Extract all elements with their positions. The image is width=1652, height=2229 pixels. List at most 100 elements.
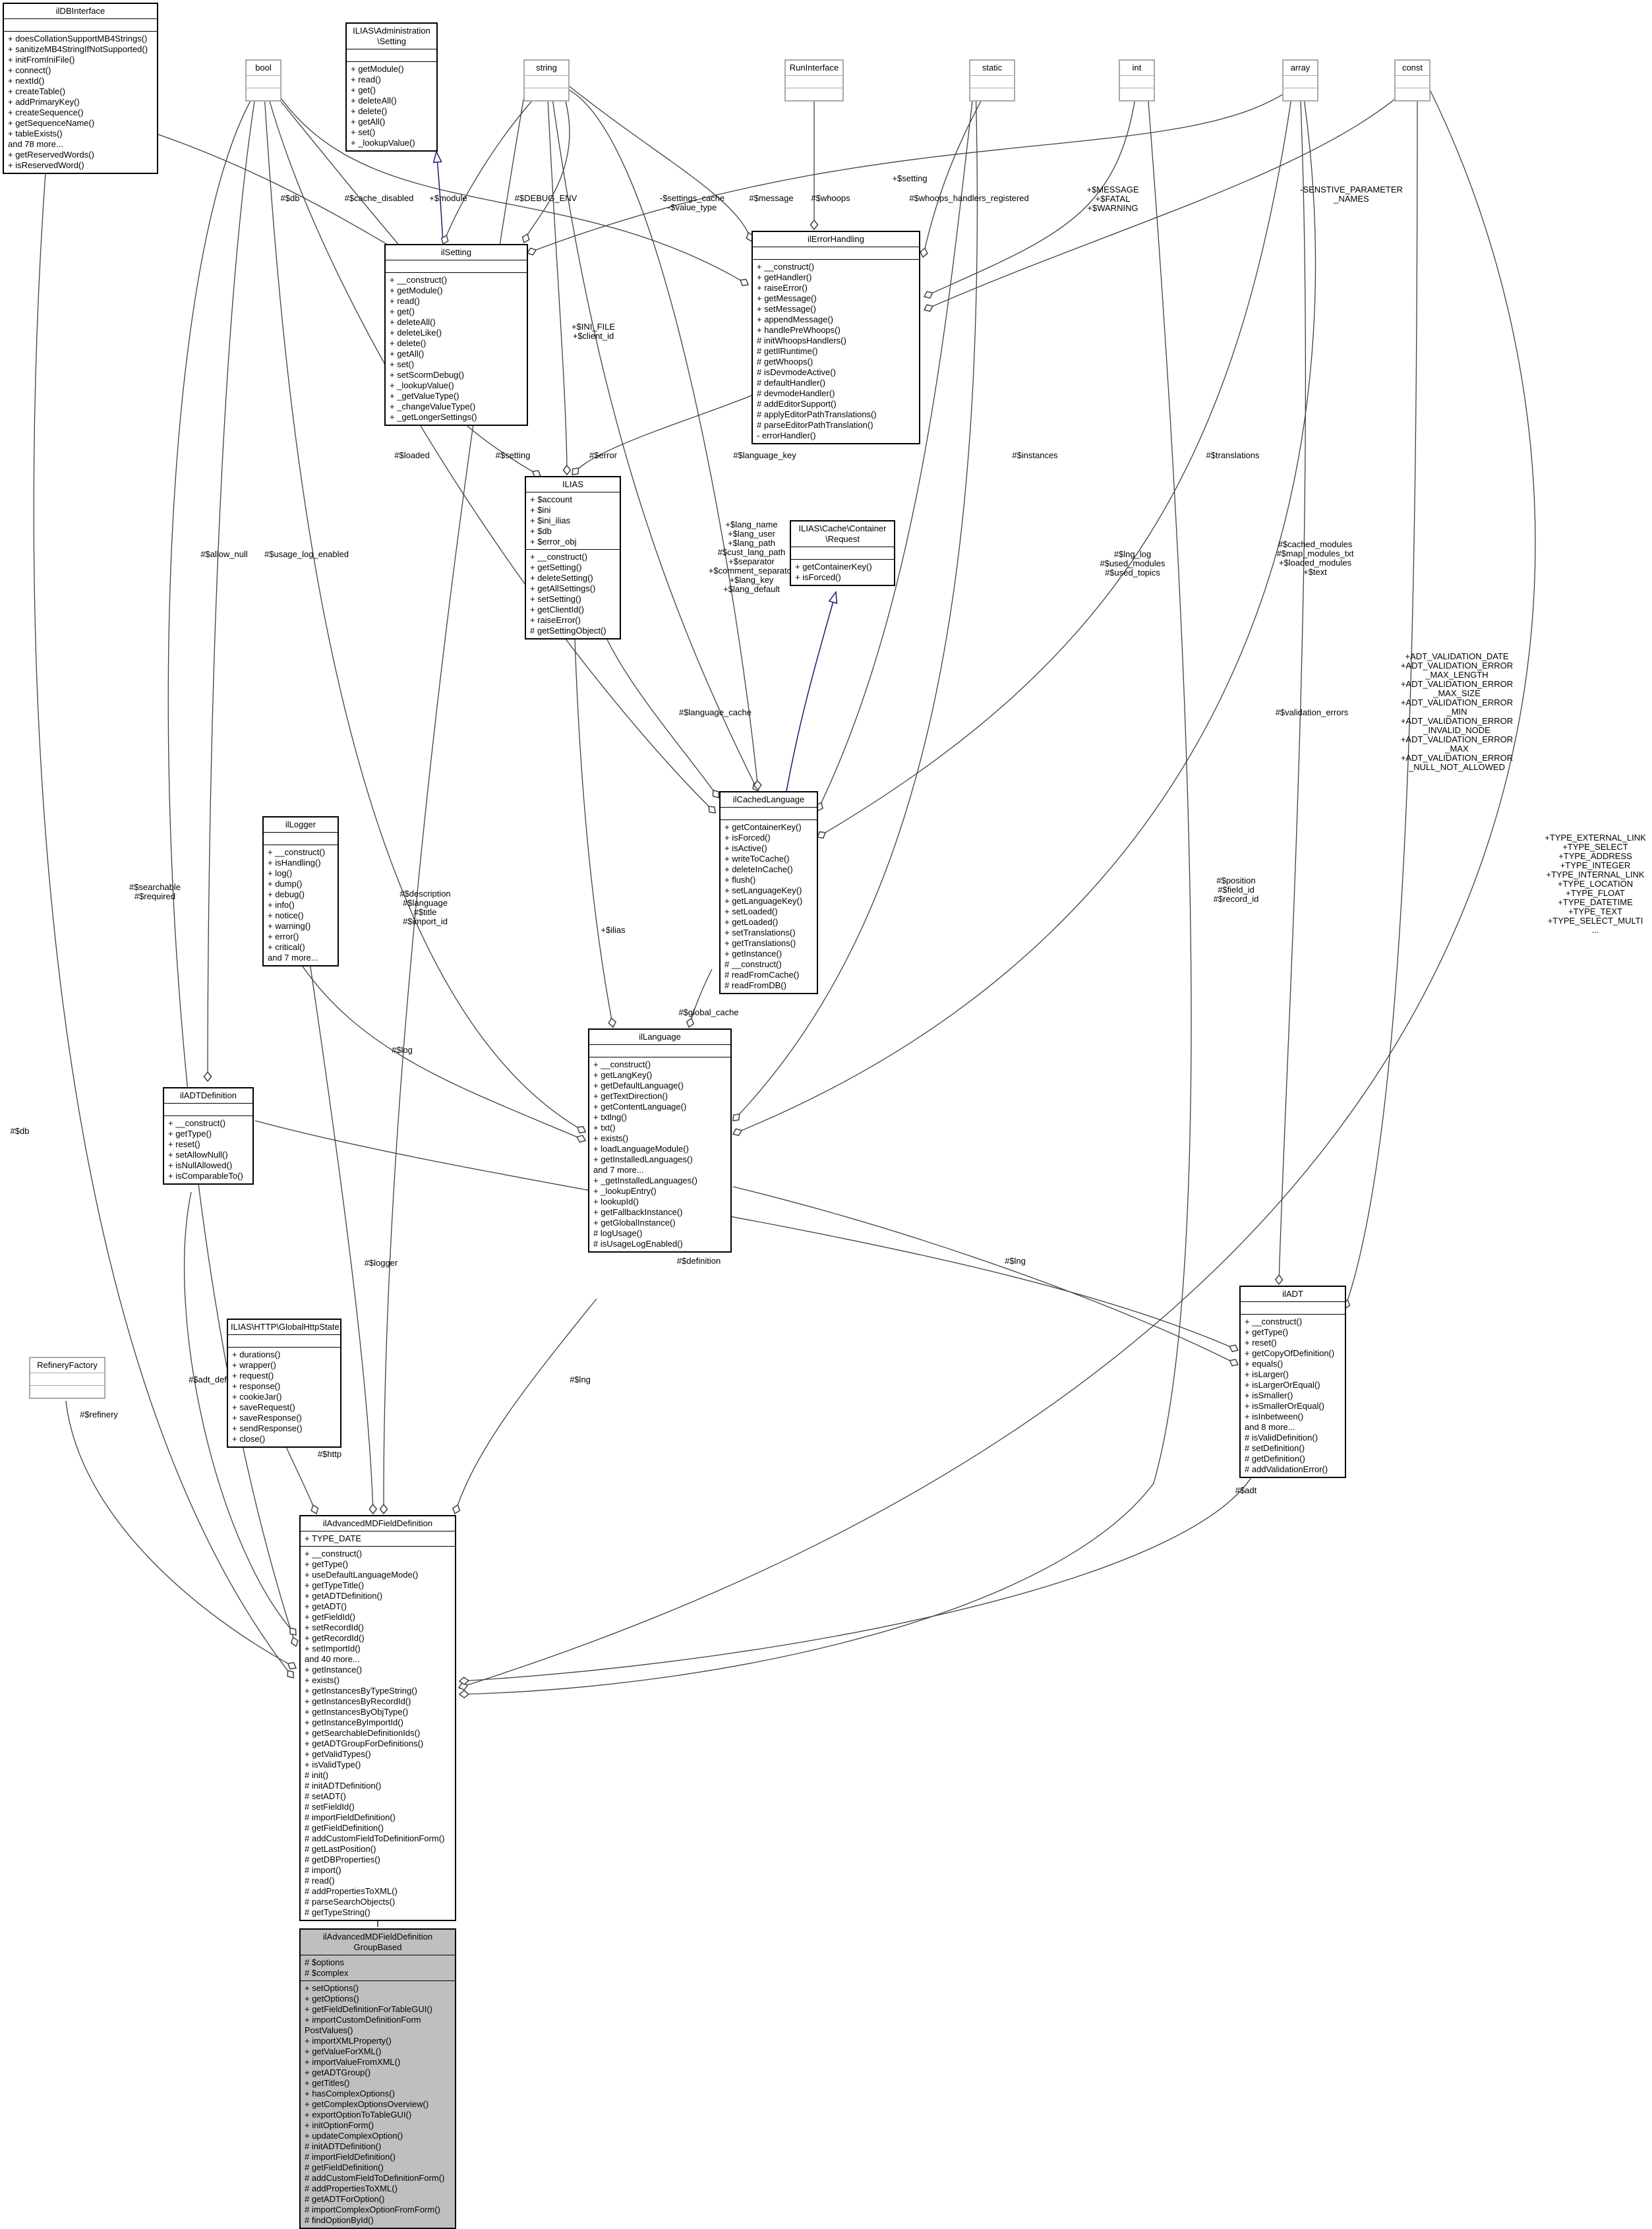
class-title: array	[1283, 61, 1317, 76]
association-edge	[452, 1298, 597, 1515]
method-line: + set()	[351, 127, 376, 137]
method-line: + loadLanguageModule()	[593, 1144, 689, 1154]
method-line: + flush()	[724, 875, 756, 885]
aggregation-diamond	[526, 247, 537, 256]
method-line: + appendMessage()	[757, 314, 833, 324]
association-edge	[923, 84, 1138, 299]
aggregation-diamond	[572, 467, 579, 475]
class-box-ilcachedlanguage[interactable]: ilCachedLanguage+ getContainerKey()+ isF…	[719, 791, 818, 994]
aggregation-diamond	[1229, 1359, 1239, 1367]
edge-label-line: +ADT_VALIDATION_ERROR	[1401, 679, 1513, 689]
method-line: + setLoaded()	[724, 906, 778, 916]
class-box-runinterface[interactable]: RunInterface	[784, 59, 844, 102]
method-line: + delete()	[351, 106, 388, 116]
method-section: + getContainerKey()+ isForced()	[791, 560, 894, 585]
edge-label-line: #$adt	[1235, 1485, 1257, 1495]
edge-label-line: +$client_id	[573, 331, 614, 341]
edge-label-layer: #$db#$searchable#$required#$allow_null#$…	[11, 173, 1647, 1495]
class-box-adminsetting[interactable]: ILIAS\Administration \Setting+ getModule…	[345, 22, 438, 152]
edge-label-line: _MIN	[1446, 707, 1467, 717]
aggregation-diamond	[1274, 1274, 1283, 1286]
class-box-ilias[interactable]: ILIAS+ $account+ $ini+ $ini_ilias+ $db+ …	[525, 476, 621, 639]
method-line: + sendResponse()	[232, 1423, 303, 1433]
method-line: + setSetting()	[530, 594, 581, 604]
class-box-const[interactable]: const	[1394, 59, 1431, 102]
method-line: + exists()	[305, 1675, 340, 1685]
edge-label-line: +ADT_VALIDATION_ERROR	[1401, 734, 1513, 744]
attribute-section	[4, 19, 157, 32]
method-line: # getFieldDefinition()	[305, 1823, 384, 1833]
edge-label: #$lng	[1005, 1256, 1026, 1266]
class-box-iladt[interactable]: ilADT+ __construct()+ getType()+ reset()…	[1239, 1286, 1346, 1478]
method-line: # setFieldId()	[305, 1802, 355, 1812]
class-box-globalhttpstate[interactable]: ILIAS\HTTP\GlobalHttpState+ durations()+…	[227, 1319, 341, 1448]
association-edge	[810, 84, 819, 231]
method-line: + getFallbackInstance()	[593, 1207, 683, 1217]
method-line: # __construct()	[724, 959, 782, 969]
method-line: + getType()	[1245, 1327, 1289, 1337]
edge-label: #$searchable#$required	[129, 882, 181, 901]
edge-label: -SENSTIVE_PARAMETER_NAMES	[1300, 185, 1403, 204]
class-box-illogger[interactable]: ilLogger+ __construct()+ isHandling()+ l…	[262, 816, 339, 966]
class-box-ilsetting[interactable]: ilSetting+ __construct()+ getModule()+ r…	[384, 244, 528, 426]
method-line: # import()	[305, 1865, 341, 1875]
class-box-ildbinterface[interactable]: ilDBInterface+ doesCollationSupportMB4St…	[3, 3, 158, 174]
edge-label-line: #$position	[1216, 876, 1255, 885]
method-section	[1396, 88, 1429, 100]
method-section: + __construct()+ getSetting()+ deleteSet…	[526, 550, 620, 638]
edge-label-line: #$log	[392, 1045, 413, 1055]
class-box-refineryfactory[interactable]: RefineryFactory	[29, 1357, 105, 1399]
method-line: + __construct()	[757, 262, 815, 272]
edge-label-line: #$cache_disabled	[345, 193, 414, 203]
method-line: + setRecordId()	[305, 1622, 364, 1632]
attribute-line: + $error_obj	[530, 537, 577, 547]
edge-label-line: #$field_id	[1218, 885, 1254, 895]
method-line: + isForced()	[795, 572, 841, 582]
method-line: + getInstance()	[724, 949, 782, 959]
aggregation-diamond	[310, 1504, 319, 1515]
method-line: # applyEditorPathTranslations()	[757, 409, 877, 419]
method-line: # isUsageLogEnabled()	[593, 1239, 683, 1249]
method-line: + updateComplexOption()	[305, 2131, 403, 2141]
class-box-array[interactable]: array	[1282, 59, 1318, 102]
method-line: + __construct()	[530, 552, 588, 562]
method-line: + getDefaultLanguage()	[593, 1081, 684, 1090]
class-box-iladvmdfielddef[interactable]: ilAdvancedMDFieldDefinition+ TYPE_DATE+ …	[299, 1515, 456, 1921]
class-box-bool[interactable]: bool	[245, 59, 281, 102]
edge-label: -$settings_cache-$value_type	[660, 193, 724, 212]
edge-label-line: #$record_id	[1214, 894, 1259, 904]
attribute-line: # $options	[305, 1957, 344, 1967]
class-title: ILIAS\Administration \Setting	[347, 24, 436, 49]
aggregation-diamond	[458, 1677, 470, 1686]
association-edge	[263, 84, 587, 1134]
class-box-illanguage[interactable]: ilLanguage+ __construct()+ getLangKey()+…	[588, 1028, 732, 1253]
method-section: + __construct()+ getType()+ reset()+ set…	[164, 1116, 252, 1183]
edge-label: #$http	[318, 1449, 341, 1459]
class-box-int[interactable]: int	[1119, 59, 1155, 102]
method-line: # getLastPosition()	[305, 1844, 376, 1854]
method-line: # getTypeString()	[305, 1907, 370, 1917]
association-edge	[299, 962, 587, 1143]
association-edge	[457, 84, 1536, 1691]
method-line: # parseEditorPathTranslation()	[757, 420, 873, 430]
class-box-ilerrorhandling[interactable]: ilErrorHandling+ __construct()+ getHandl…	[752, 231, 920, 444]
aggregation-diamond	[923, 304, 933, 312]
class-box-cacherequest[interactable]: ILIAS\Cache\Container \Request+ getConta…	[790, 520, 895, 586]
class-box-groupbased[interactable]: ilAdvancedMDFieldDefinition GroupBased# …	[299, 1928, 456, 2229]
edge-label: #$definition	[677, 1256, 721, 1266]
edge-label-line: +$loaded_modules	[1279, 558, 1352, 568]
method-line: + tableExists()	[8, 129, 63, 138]
method-line: + getInstance()	[305, 1665, 363, 1675]
class-box-iladtdefinition[interactable]: ilADTDefinition+ __construct()+ getType(…	[163, 1087, 254, 1185]
method-section: + setOptions()+ getOptions()+ getFieldDe…	[301, 1981, 455, 2228]
attribute-section	[1283, 76, 1317, 88]
class-box-static[interactable]: static	[969, 59, 1015, 102]
edge-label-line: +$comment_separator	[709, 566, 795, 576]
edge-label: +$setting	[892, 173, 927, 183]
method-line: + setScormDebug()	[390, 370, 465, 380]
method-line: + get()	[351, 85, 376, 95]
method-line: + getHandler()	[757, 272, 812, 282]
class-box-string[interactable]: string	[523, 59, 570, 102]
method-line: + getClientId()	[530, 605, 585, 614]
method-line: + getContainerKey()	[724, 822, 802, 832]
